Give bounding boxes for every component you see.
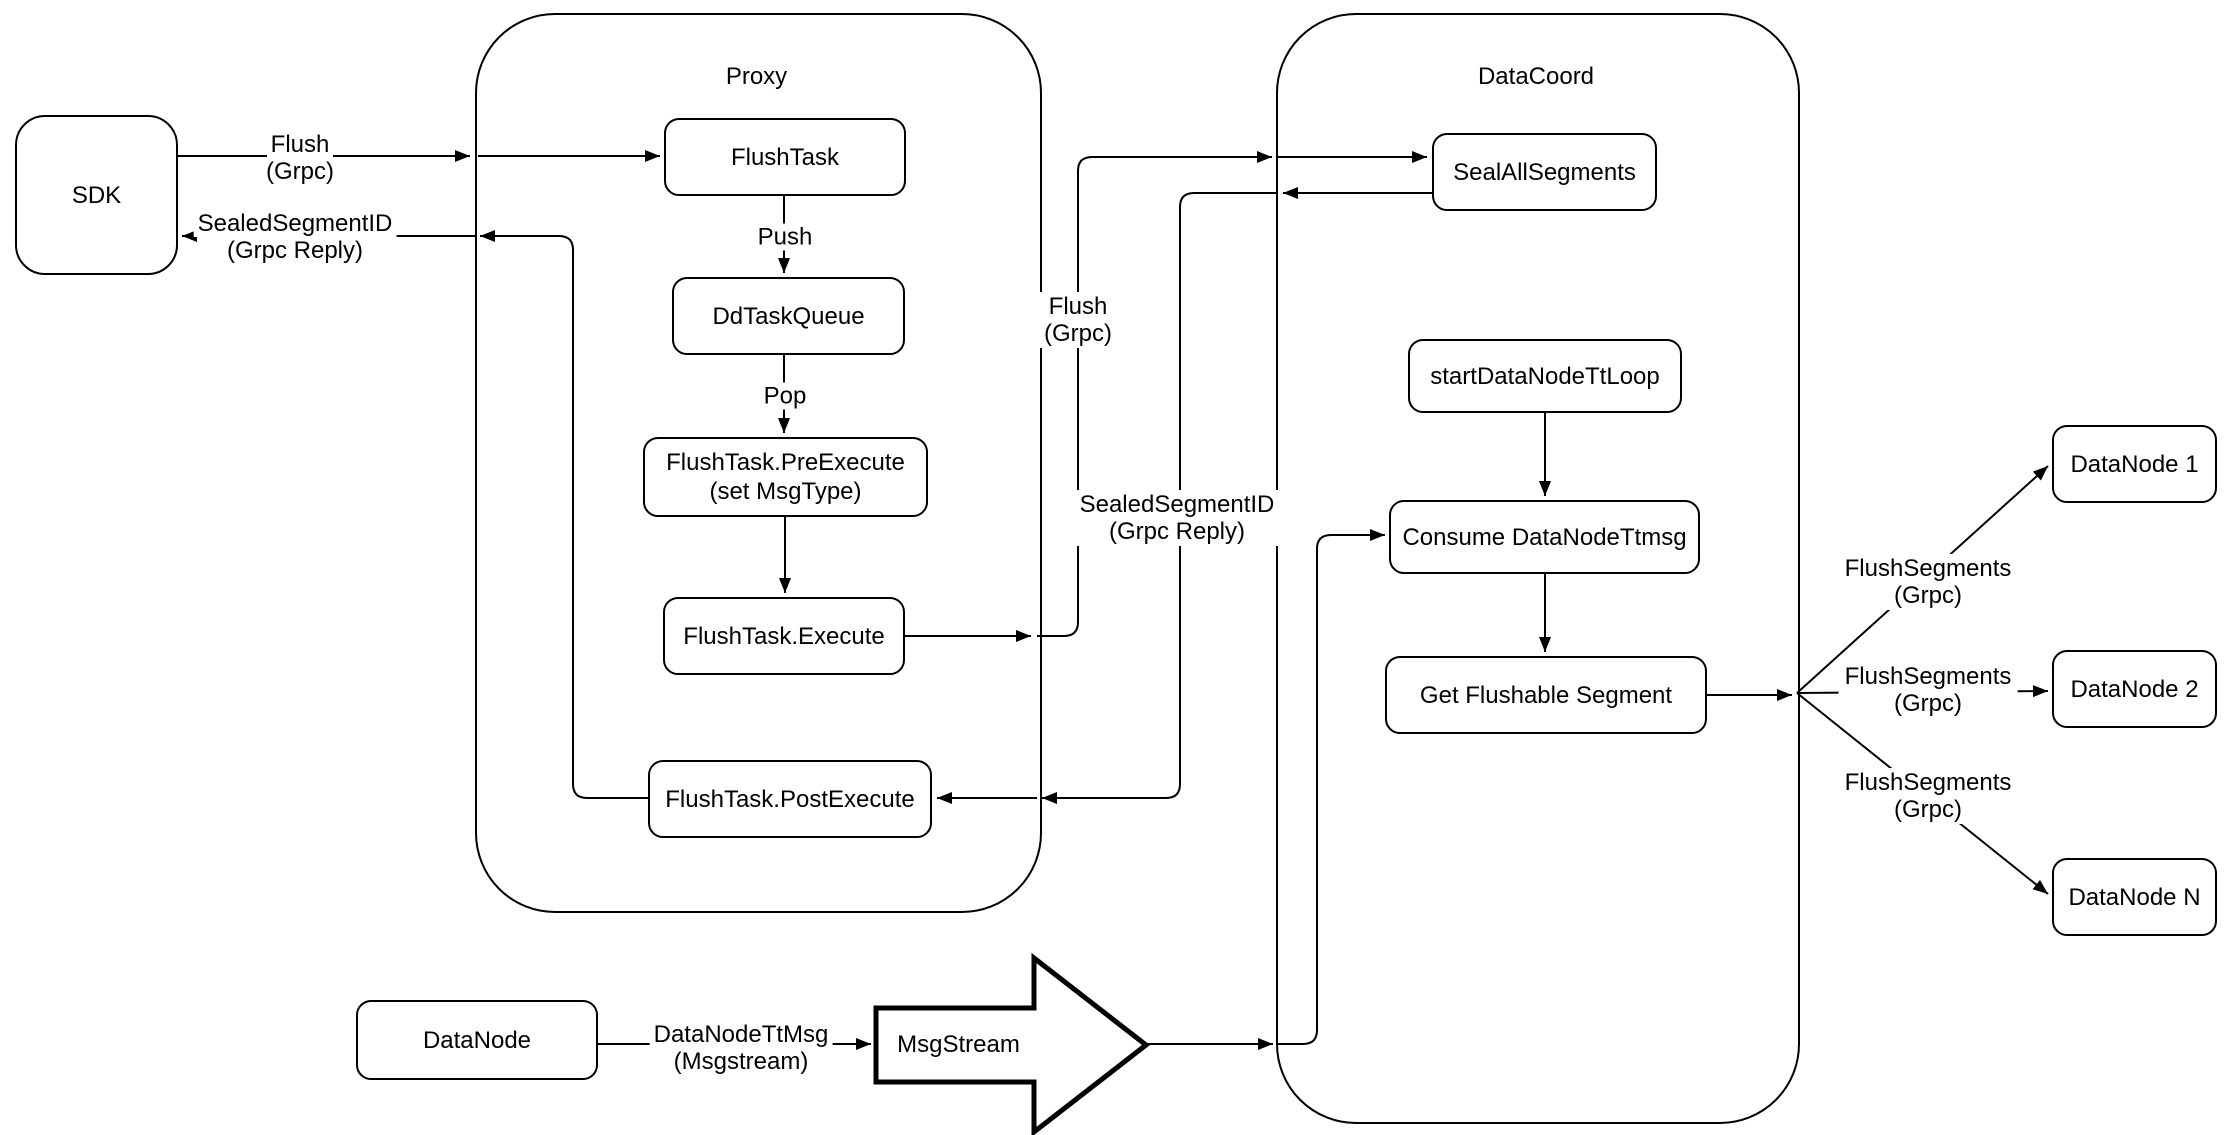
edge-label-flush-grpc-sdk: Flush (Grpc) [262, 131, 338, 185]
node-sdk-label: SDK [71, 181, 122, 209]
edge-label-push: Push [753, 223, 817, 251]
node-flushtask-postexecute: FlushTask.PostExecute [648, 760, 932, 838]
node-datanode-2: DataNode 2 [2052, 650, 2217, 728]
edge-postexecute-return [480, 230, 648, 799]
edge-label-datanodettmsg: DataNodeTtMsg (Msgstream) [649, 1021, 833, 1075]
node-ddtaskqueue-label: DdTaskQueue [712, 302, 865, 330]
node-datanode-source-label: DataNode [422, 1026, 532, 1054]
node-flushtask-preexecute-label-line2: (set MsgType) [709, 478, 862, 505]
proxy-container [475, 13, 1042, 913]
edge-label-text: (Grpc Reply) [1104, 518, 1250, 545]
edge-label-text: FlushSegments [1840, 555, 2016, 582]
edge-label-text: (Grpc) [1890, 796, 1966, 823]
proxy-container-title: Proxy [725, 63, 788, 90]
node-sdk: SDK [15, 115, 178, 275]
node-flushtask-execute-label: FlushTask.Execute [683, 622, 885, 650]
node-sealallsegments-label: SealAllSegments [1453, 158, 1636, 186]
node-flushtask-preexecute: FlushTask.PreExecute (set MsgType) [643, 437, 928, 517]
node-datanode-1: DataNode 1 [2052, 425, 2217, 503]
edge-label-flushsegments-3: FlushSegments (Grpc) [1838, 768, 2018, 824]
node-flushtask-postexecute-label: FlushTask.PostExecute [665, 785, 915, 813]
edge-label-text: (Msgstream) [669, 1048, 813, 1075]
edge-label-text: DataNodeTtMsg [649, 1021, 833, 1048]
node-flushtask: FlushTask [664, 118, 906, 196]
edge-label-text: (Grpc) [1890, 582, 1966, 609]
edge-label-text: Pop [759, 382, 811, 410]
edge-label-text: Flush [1044, 293, 1112, 320]
node-consume-datanodettmsg-label: Consume DataNodeTtmsg [1402, 523, 1687, 551]
edge-flush-riser-to-datacoord [1037, 151, 1272, 637]
node-datanode-1-label: DataNode 1 [2070, 450, 2199, 478]
edge-msgstream-riser-to-consume [1277, 529, 1385, 1045]
node-flushtask-label: FlushTask [730, 143, 840, 171]
datacoord-container-title: DataCoord [1477, 63, 1595, 90]
edge-label-text: Flush [266, 131, 334, 158]
node-datanode-2-label: DataNode 2 [2070, 675, 2199, 703]
node-get-flushable-segment: Get Flushable Segment [1385, 656, 1707, 734]
edge-label-sealedsegmentid-mid: SealedSegmentID (Grpc Reply) [1073, 490, 1281, 546]
edge-label-flush-grpc-mid: Flush (Grpc) [1038, 292, 1118, 348]
msgstream-label: MsgStream [876, 1008, 1041, 1082]
edge-label-text: FlushSegments [1840, 663, 2016, 690]
edge-label-text: (Grpc) [1040, 320, 1116, 347]
node-flushtask-preexecute-label-line1: FlushTask.PreExecute [666, 449, 905, 476]
node-datanode-source: DataNode [356, 1000, 598, 1080]
edge-label-flushsegments-2: FlushSegments (Grpc) [1838, 662, 2018, 718]
edge-label-text: SealedSegmentID [193, 210, 397, 237]
node-flushtask-execute: FlushTask.Execute [663, 597, 905, 675]
edge-label-text: Push [753, 223, 817, 251]
edge-label-sealedsegmentid-sdk: SealedSegmentID (Grpc Reply) [193, 210, 397, 264]
node-startdatanodettloop-label: startDataNodeTtLoop [1430, 362, 1660, 390]
edge-label-text: (Grpc) [262, 158, 338, 185]
edge-label-text: SealedSegmentID [1075, 491, 1279, 518]
node-startdatanodettloop: startDataNodeTtLoop [1408, 339, 1682, 413]
node-datanode-n-label: DataNode N [2068, 883, 2201, 911]
msgstream-arrow-shape [873, 952, 1151, 1135]
edge-label-flushsegments-1: FlushSegments (Grpc) [1838, 554, 2018, 610]
node-ddtaskqueue: DdTaskQueue [672, 277, 905, 355]
edge-label-pop: Pop [759, 382, 811, 410]
node-sealallsegments: SealAllSegments [1432, 133, 1657, 211]
node-datanode-n: DataNode N [2052, 858, 2217, 936]
edge-label-text: FlushSegments [1840, 769, 2016, 796]
edge-label-text: (Grpc) [1890, 690, 1966, 717]
edge-label-text: (Grpc Reply) [222, 237, 368, 264]
node-consume-datanodettmsg: Consume DataNodeTtmsg [1389, 500, 1700, 574]
datacoord-container [1276, 13, 1800, 1124]
msgstream-label-text: MsgStream [897, 1031, 1020, 1058]
node-get-flushable-segment-label: Get Flushable Segment [1419, 681, 1673, 709]
